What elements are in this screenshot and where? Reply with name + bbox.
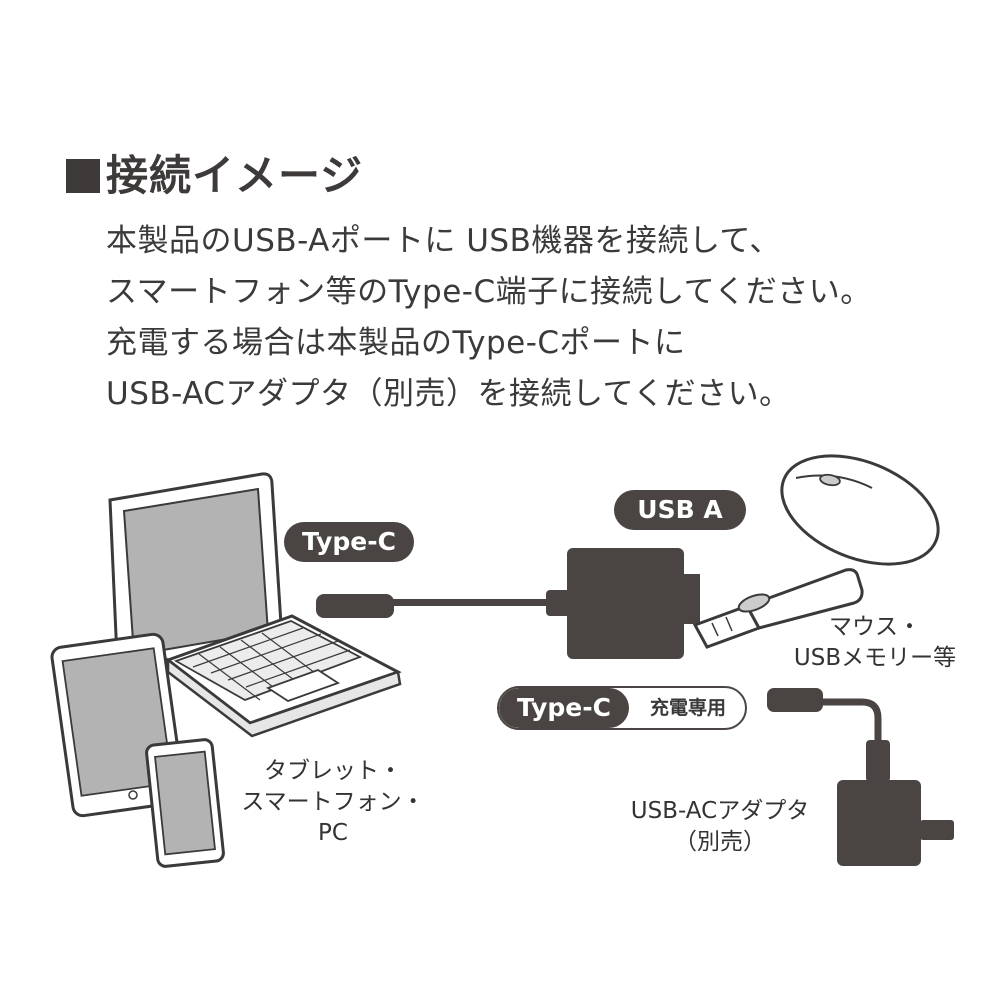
section-title-text: 接続イメージ (106, 151, 364, 200)
mouse-usb-label: マウス・ USBメモリー等 (785, 612, 965, 674)
description-line-3: 充電する場合は本製品のType-Cポートに (106, 325, 686, 361)
adapter-label: USB-ACアダプタ （別売） (620, 796, 820, 858)
laptop-icon (108, 472, 402, 738)
type-c-charge-badge: Type-C 充電専用 (497, 686, 747, 730)
description-line-2: スマートフォン等のType-C端子に接続してください。 (106, 274, 872, 310)
usb-a-badge: USB A (614, 490, 746, 530)
description-line-1: 本製品のUSB-Aポートに USB機器を接続して、 (106, 223, 781, 259)
type-c-charge-label: Type-C (499, 688, 629, 728)
usb-ac-adapter-icon (837, 780, 954, 866)
mouse-usb-label-line-2: USBメモリー等 (793, 645, 957, 671)
mouse-icon (780, 454, 940, 566)
hub-usb-a-port (684, 574, 700, 624)
adapter-label-line-2: （別売） (674, 829, 766, 855)
adapter-label-line-1: USB-ACアダプタ (630, 798, 810, 824)
usb-memory-icon (692, 568, 864, 649)
type-c-cable (316, 590, 572, 618)
mouse-usb-label-line-1: マウス・ (829, 614, 921, 640)
charge-only-label: 充電専用 (649, 697, 726, 719)
square-bullet-icon (66, 159, 100, 193)
devices-label-line-1: タブレット・ (264, 758, 402, 784)
smartphone-icon (145, 738, 225, 868)
adapter-cable (767, 688, 890, 782)
type-c-badge: Type-C (284, 522, 414, 562)
hub-device (567, 548, 684, 659)
devices-label-line-3: PC (318, 820, 348, 846)
devices-label-line-2: スマートフォン・ (241, 789, 425, 815)
devices-label: タブレット・ スマートフォン・ PC (228, 756, 438, 849)
section-title: 接続イメージ (66, 142, 363, 203)
description-line-4: USB-ACアダプタ（別売）を接続してください。 (106, 376, 791, 412)
